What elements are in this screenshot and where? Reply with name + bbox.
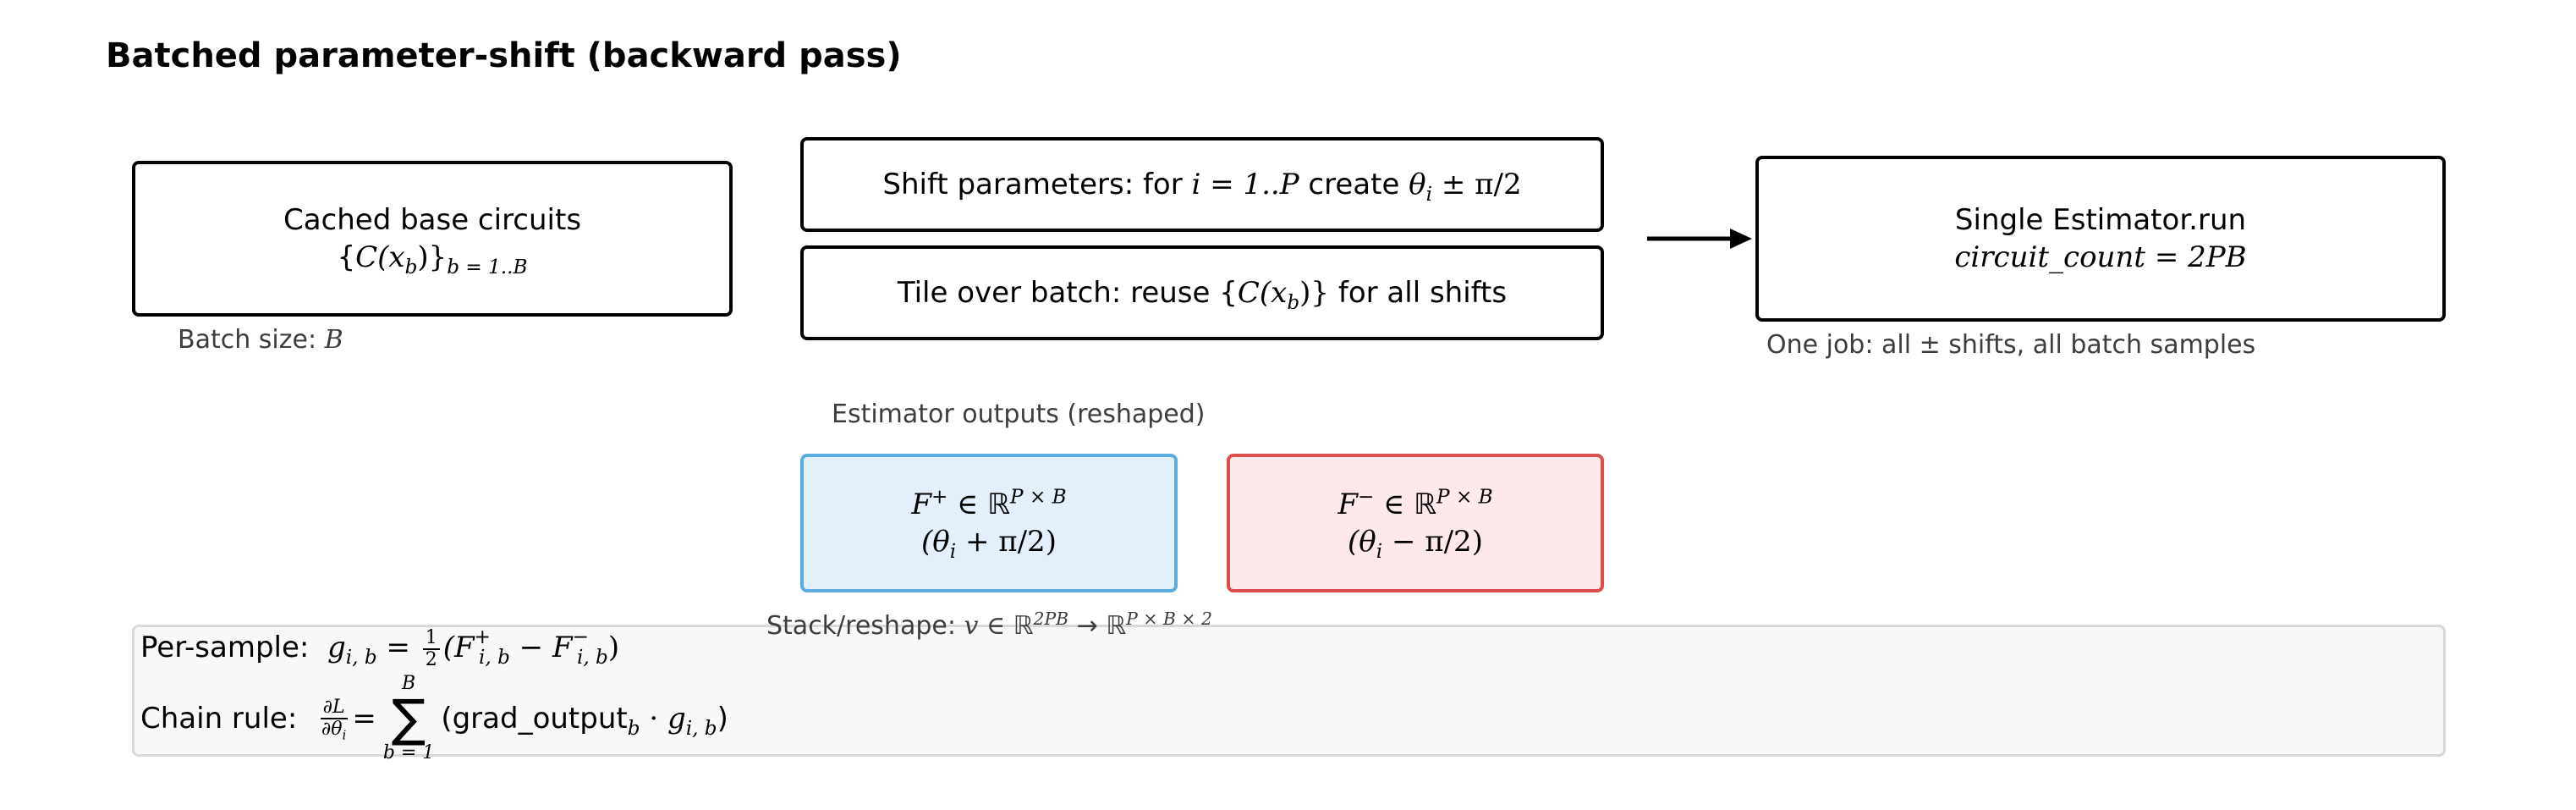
cached-circuits-box: Cached base circuits {C(xb)}b = 1..B xyxy=(132,161,733,317)
tile-over-batch-text: Tile over batch: reuse {C(xb)} for all s… xyxy=(897,276,1508,314)
shift-parameters-text: Shift parameters: for i = 1..P create θi… xyxy=(882,168,1522,206)
batch-size-caption: Batch size: B xyxy=(178,325,343,355)
per-sample-label: Per-sample: xyxy=(140,631,310,664)
estimator-run-title: Single Estimator.run xyxy=(1954,203,2247,237)
cached-circuits-set: {C(xb)}b = 1..B xyxy=(337,240,528,278)
stack-reshape-caption: Stack/reshape: v ∈ ℝ2PB → ℝP × B × 2 xyxy=(766,609,1212,641)
arrow-to-estimator xyxy=(1647,229,1752,249)
estimator-outputs-label: Estimator outputs (reshaped) xyxy=(832,399,1206,429)
f-plus-box: F+ ∈ ℝP × B (θi + π/2) xyxy=(800,454,1178,592)
circuit-count-formula: circuit_count = 2PB xyxy=(1954,240,2247,274)
summary-panel xyxy=(132,625,2446,757)
f-minus-shift: (θi − π/2) xyxy=(1348,525,1483,563)
f-plus-shift: (θi + π/2) xyxy=(921,525,1057,563)
page-title: Batched parameter-shift (backward pass) xyxy=(106,36,902,75)
f-minus-box: F− ∈ ℝP × B (θi − π/2) xyxy=(1227,454,1604,592)
chain-rule-formula: Chain rule: ∂L∂θi = B∑b = 1 (grad_output… xyxy=(140,673,728,763)
estimator-run-box: Single Estimator.run circuit_count = 2PB xyxy=(1755,156,2446,322)
shift-parameters-box: Shift parameters: for i = 1..P create θi… xyxy=(800,137,1604,232)
one-job-caption: One job: all ± shifts, all batch samples xyxy=(1766,330,2256,360)
tile-over-batch-box: Tile over batch: reuse {C(xb)} for all s… xyxy=(800,245,1604,340)
f-plus-space: F+ ∈ ℝP × B xyxy=(911,486,1067,521)
f-minus-space: F− ∈ ℝP × B xyxy=(1337,486,1493,521)
cached-circuits-title: Cached base circuits xyxy=(283,203,582,237)
chain-rule-label: Chain rule: xyxy=(140,702,298,736)
